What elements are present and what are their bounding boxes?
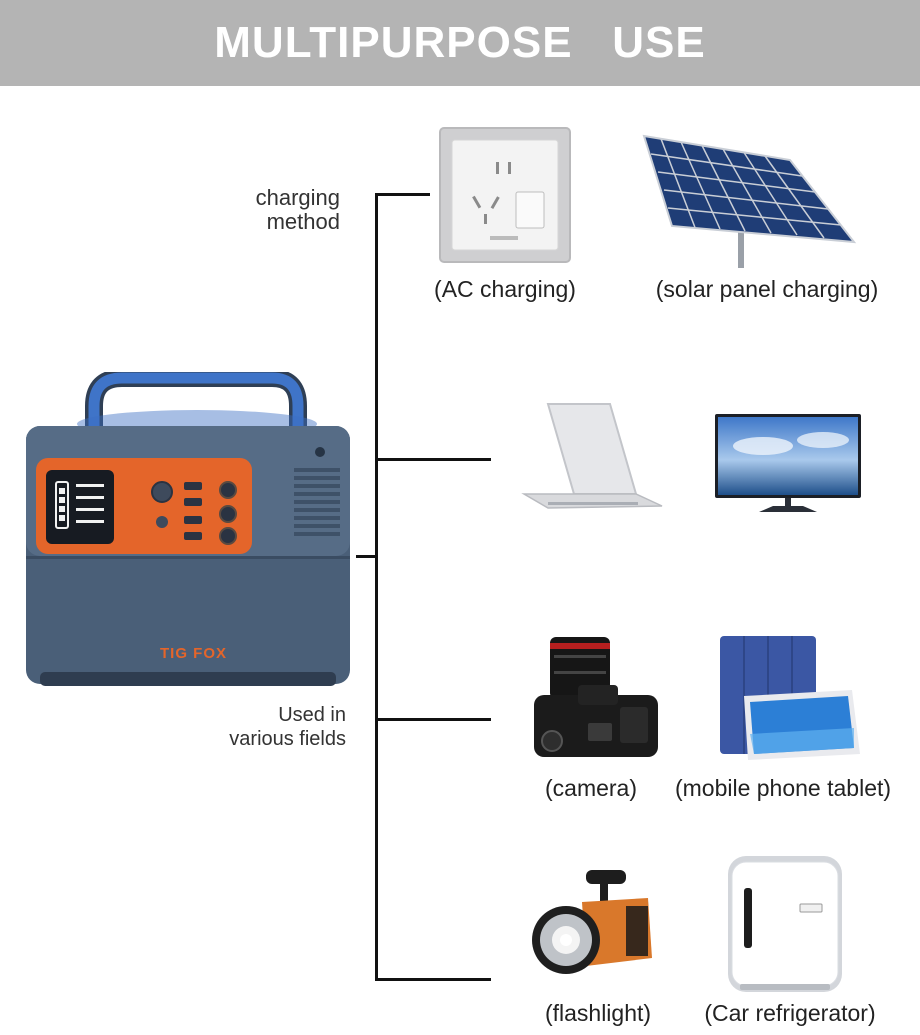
connector-vertical <box>375 193 378 981</box>
connector-branch-laptop <box>375 458 491 461</box>
tablet-icon <box>714 634 864 764</box>
connector-branch-camera <box>375 718 491 721</box>
brand-logo: TIG FOX <box>160 645 227 662</box>
header-banner: MULTIPURPOSE USE <box>0 0 920 86</box>
charging-method-label: charging method <box>230 186 340 234</box>
car-fridge-icon <box>720 852 850 996</box>
connector-branch-charging <box>375 193 430 196</box>
power-station-image: TIG FOX <box>22 372 354 690</box>
tv-icon <box>713 412 863 516</box>
camera-icon <box>528 637 662 765</box>
solar-charging-caption: (solar panel charging) <box>655 276 879 302</box>
laptop-icon <box>518 402 664 512</box>
page-title: MULTIPURPOSE USE <box>214 18 706 67</box>
wall-socket-icon <box>438 126 572 264</box>
connector-branch-flashlight <box>375 978 491 981</box>
flashlight-caption: (flashlight) <box>544 1000 652 1026</box>
used-in-line-1: Used in <box>278 704 346 726</box>
charging-method-line-2: method <box>266 209 340 234</box>
camera-caption: (camera) <box>544 775 638 801</box>
car-fridge-caption: (Car refrigerator) <box>704 1000 876 1026</box>
charging-method-line-1: charging <box>255 185 340 210</box>
used-in-fields-label: Used in various fields <box>200 703 346 751</box>
solar-panel-icon <box>640 130 860 270</box>
tablet-caption: (mobile phone tablet) <box>674 775 892 801</box>
ac-charging-caption: (AC charging) <box>434 276 576 302</box>
connector-stub-device <box>356 555 378 558</box>
flashlight-icon <box>530 862 656 990</box>
used-in-line-2: various fields <box>229 728 346 750</box>
